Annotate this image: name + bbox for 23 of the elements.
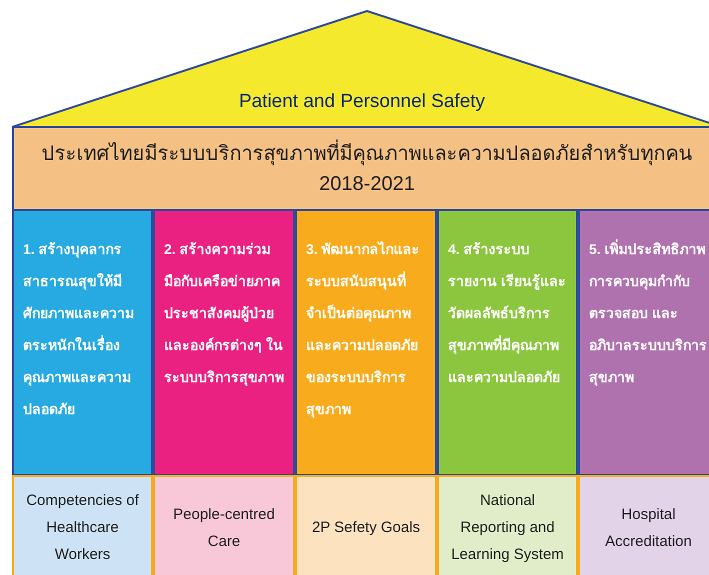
- node-text: 1. สร้างบุคลากรสาธารณสุขให้มีศักยภาพและความตระหนักในเรื่องคุณภาพและความปลอดภัย: [23, 241, 134, 417]
- node-text: Patient and Personnel Safety: [238, 90, 486, 114]
- pillar-column: [437, 209, 578, 476]
- node-text: People-centred Care: [172, 504, 276, 552]
- foundation-box: [578, 475, 709, 575]
- node-text: 4. สร้างระบบรายงาน เรียนรู้และวัดผลลัพธ์บริการสุขภาพที่มีคุณภาพและความปลอดภัย: [448, 241, 566, 385]
- node-text: 2. สร้างความร่วมมือกับเครือข่ายภาคประชาสังคมผู้ป่วย และองค์กรต่างๆ ในระบบบริการสุขภาพ: [164, 241, 284, 385]
- pillar-column: [153, 209, 295, 476]
- node-text: 3. พัฒนากลไกและระบบสนับสนุนที่จำเป็นต่อคุณภาพและความปลอดภัยของระบบบริการสุขภาพ: [306, 241, 420, 417]
- node-text: ประเทศไทยมีระบบบริการสุขภาพที่มีคุณภาพและความปลอดภัยสำหรับทุกคน 2018-2021: [38, 138, 696, 198]
- foundation-box: [12, 475, 153, 575]
- pillar-column: [12, 209, 153, 476]
- node-text: Hospital Accreditation: [604, 504, 693, 552]
- title-band: [12, 126, 709, 211]
- foundation-box: [437, 475, 578, 575]
- foundation-box: [153, 475, 295, 575]
- pillar-column: [295, 209, 437, 476]
- node-text: 5. เพิ่มประสิทธิภาพการควบคุมกำกับตรวจสอบ และอภิบาลระบบบริการสุขภาพ: [589, 241, 707, 385]
- foundation-box: [295, 475, 437, 575]
- node-text: 2P Sefety Goals: [312, 518, 420, 538]
- node-text: National Reporting and Learning System: [451, 491, 564, 565]
- node-text: Competencies of Healthcare Workers: [26, 491, 139, 565]
- pillar-column: [578, 209, 709, 476]
